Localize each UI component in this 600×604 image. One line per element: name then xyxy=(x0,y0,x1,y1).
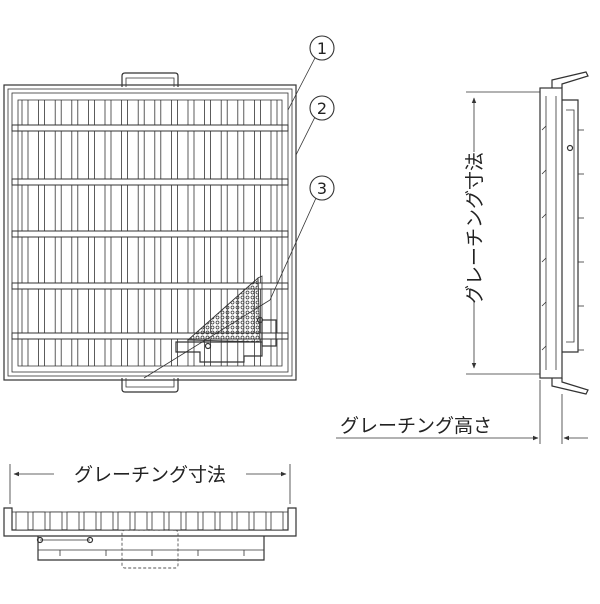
bottom-handle xyxy=(121,378,179,393)
grating-dimension-vertical-label: グレーチング寸法 xyxy=(464,152,486,304)
grating-height-label: グレーチング高さ xyxy=(340,415,492,437)
outer-frame xyxy=(3,84,297,381)
callout-2-number: 2 xyxy=(317,99,327,118)
callout-3: 3 xyxy=(309,175,335,201)
leader-1 xyxy=(287,55,317,111)
callout-3-number: 3 xyxy=(317,179,327,198)
top-handle xyxy=(121,72,179,87)
leader-2 xyxy=(295,114,317,156)
side-view: グレーチング寸法 グレーチング高さ xyxy=(336,71,589,444)
front-view: グレーチング寸法 xyxy=(3,464,297,569)
plan-view: 1 2 3 xyxy=(3,35,335,393)
callout-2: 2 xyxy=(309,95,335,121)
callout-1: 1 xyxy=(309,35,335,61)
grating-dimension-bottom-label: グレーチング寸法 xyxy=(74,464,226,486)
grating-cross-bars xyxy=(11,124,289,340)
leader-3 xyxy=(269,197,317,301)
callout-1-number: 1 xyxy=(317,39,327,58)
perforated-corner-plate xyxy=(175,275,277,363)
